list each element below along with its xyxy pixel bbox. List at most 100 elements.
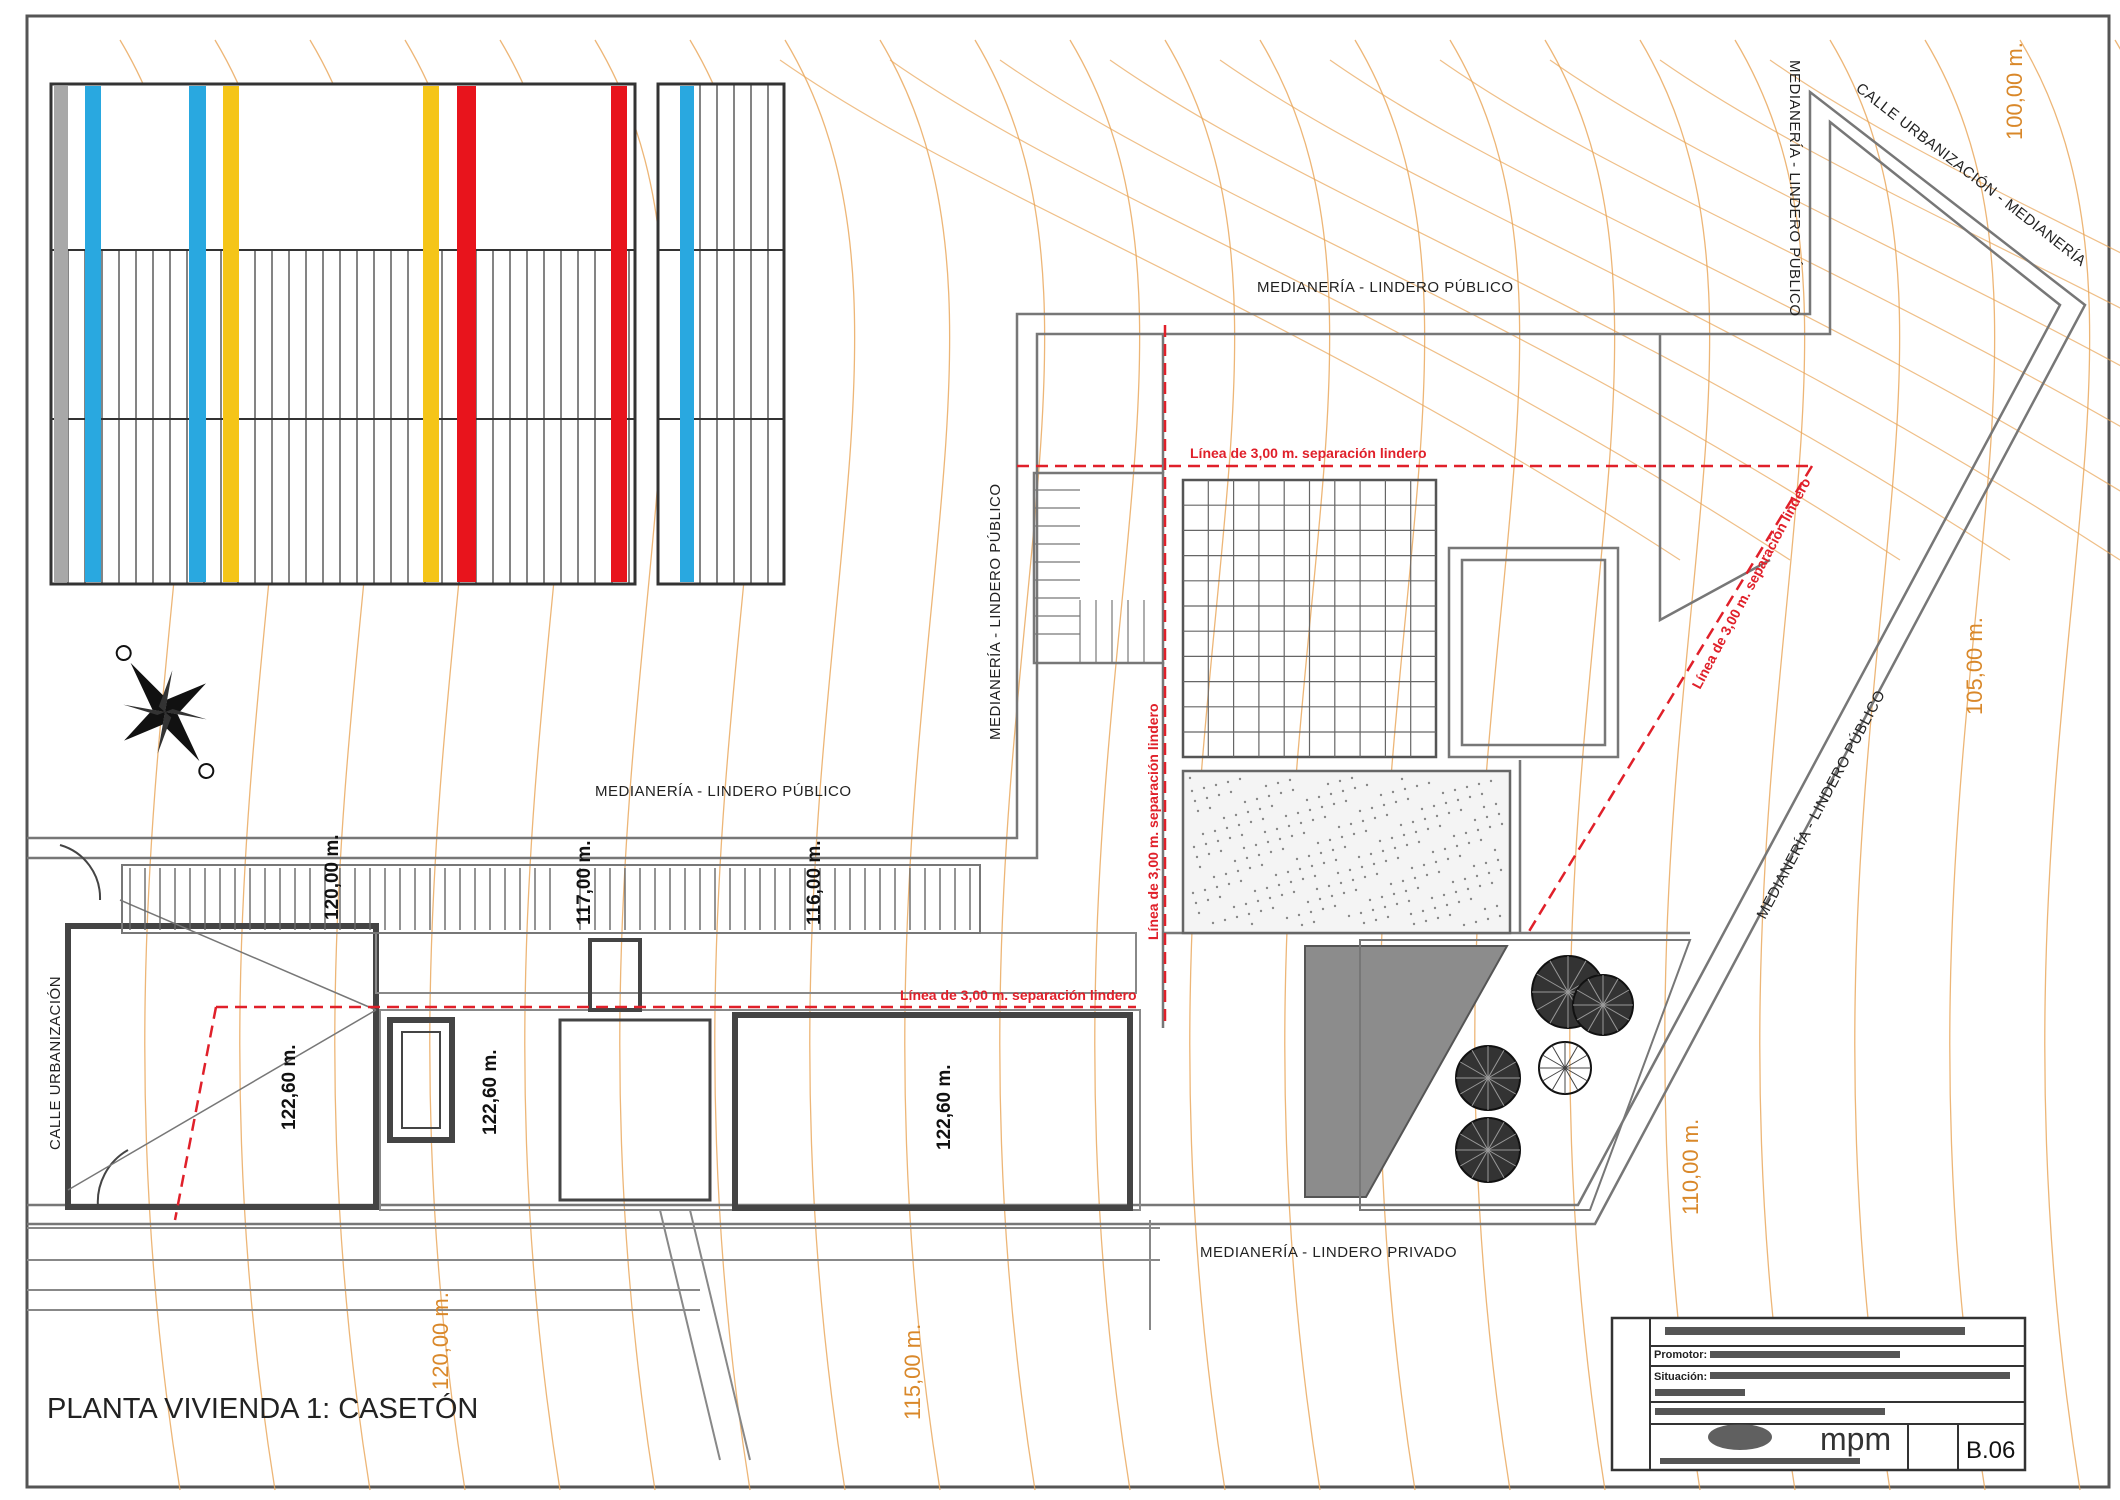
contour-line — [879, 39, 951, 1491]
gravel-dot — [1261, 817, 1265, 821]
gravel-dot — [1380, 895, 1384, 899]
gravel-dot — [1301, 877, 1305, 881]
gravel-dot — [1495, 904, 1499, 908]
gravel-dot — [1194, 901, 1198, 905]
gravel-dot — [1416, 886, 1420, 890]
gravel-dot — [1378, 839, 1382, 843]
gravel-dot — [1281, 847, 1285, 851]
gravel-dot — [1468, 795, 1472, 799]
gravel-dot — [1247, 912, 1251, 916]
gravel-dot — [1421, 909, 1425, 913]
gravel-dot — [1305, 798, 1309, 802]
gravel-dot — [1190, 789, 1194, 793]
contour-label-120: 120,00 m. — [428, 1292, 453, 1390]
gravel-dot — [1320, 805, 1324, 809]
gravel-dot — [1226, 780, 1230, 784]
gravel-dot — [1498, 914, 1502, 918]
gravel-dot — [1500, 822, 1504, 826]
gravel-dot — [1208, 806, 1212, 810]
gravel-dot — [1236, 869, 1240, 873]
gravel-dot — [1363, 875, 1367, 879]
gravel-dot — [1404, 889, 1408, 893]
gravel-dot — [1443, 847, 1447, 851]
room-elevation-stair: 122,60 m. — [480, 1049, 501, 1135]
table-color-band — [189, 86, 206, 582]
gravel-dot — [1451, 880, 1455, 884]
contour-line — [1769, 59, 2120, 254]
contour-line — [1069, 39, 1141, 1491]
contour-line — [779, 59, 1681, 561]
gravel-dot — [1219, 849, 1223, 853]
gravel-dot — [1328, 838, 1332, 842]
gravel-dot — [1300, 923, 1304, 927]
tree-branch — [1551, 1067, 1566, 1091]
gravel-dot — [1246, 810, 1250, 814]
gravel-dot — [1344, 799, 1348, 803]
gravel-dot — [1254, 843, 1258, 847]
gravel-dot — [1406, 797, 1410, 801]
gravel-dot — [1196, 809, 1200, 813]
gravel-dot — [1201, 832, 1205, 836]
gravel-dot — [1269, 850, 1273, 854]
gravel-dot — [1469, 897, 1473, 901]
gravel-dot — [1243, 800, 1247, 804]
gravel-dot — [1399, 823, 1403, 827]
gravel-dot — [1340, 835, 1344, 839]
gravel-dot — [1292, 890, 1296, 894]
gravel-dot — [1360, 865, 1364, 869]
gravel-dot — [1361, 819, 1365, 823]
gravel-dot — [1499, 868, 1503, 872]
contour-line — [1219, 59, 2120, 561]
contour-label-105: 105,00 m. — [1962, 617, 1987, 715]
gravel-dot — [1350, 776, 1354, 780]
table-color-band — [223, 86, 239, 582]
gravel-dot — [1218, 895, 1222, 899]
gravel-dot — [1238, 777, 1242, 781]
promotor-label: Promotor: — [1654, 1349, 1707, 1361]
gravel-dot — [1228, 836, 1232, 840]
sheet-number: B.06 — [1966, 1437, 2015, 1464]
table-color-band — [423, 86, 439, 582]
tree-branch — [1460, 1061, 1489, 1079]
contour-line — [784, 39, 856, 1491]
gravel-dot — [1312, 920, 1316, 924]
gravel-dot — [1308, 808, 1312, 812]
gravel-dot — [1291, 788, 1295, 792]
tree-branch — [1564, 1045, 1579, 1069]
gravel-dot — [1425, 873, 1429, 877]
gravel-dot — [1268, 896, 1272, 900]
gravel-dot — [1285, 916, 1289, 920]
room-elevation-main: 122,60 m. — [934, 1064, 955, 1150]
gravel-dot — [1263, 830, 1267, 834]
contour-label-100: 100,00 m. — [2002, 42, 2027, 140]
gravel-dot — [1338, 779, 1342, 783]
contour-lines — [119, 39, 2120, 1491]
gravel-dot — [1296, 811, 1300, 815]
gravel-dot — [1278, 837, 1282, 841]
gravel-area — [1181, 769, 1512, 935]
gravel-dot — [1342, 891, 1346, 895]
gravel-dot — [1465, 785, 1469, 789]
gravel-dot — [1275, 827, 1279, 831]
contour-line — [594, 39, 666, 1491]
gravel-dot — [1260, 863, 1264, 867]
gravel-dot — [1489, 779, 1493, 783]
gravel-dot — [1334, 858, 1338, 862]
gravel-dot — [1386, 915, 1390, 919]
gravel-dot — [1391, 790, 1395, 794]
gravel-dot — [1442, 893, 1446, 897]
gravel-dot — [1375, 872, 1379, 876]
gravel-dot — [1211, 921, 1215, 925]
gravel-dot — [1343, 845, 1347, 849]
gravel-dot — [1348, 868, 1352, 872]
tree-branch — [1602, 1004, 1619, 1032]
gravel-dot — [1369, 852, 1373, 856]
gravel-dot — [1332, 802, 1336, 806]
gravel-dot — [1453, 788, 1457, 792]
drawing-title: PLANTA VIVIENDA 1: CASETÓN — [47, 1392, 478, 1425]
table-color-band — [85, 86, 101, 582]
table-color-band — [611, 86, 627, 582]
gravel-dot — [1464, 831, 1468, 835]
gravel-dot — [1487, 871, 1491, 875]
north-arrow-icon — [115, 645, 215, 779]
